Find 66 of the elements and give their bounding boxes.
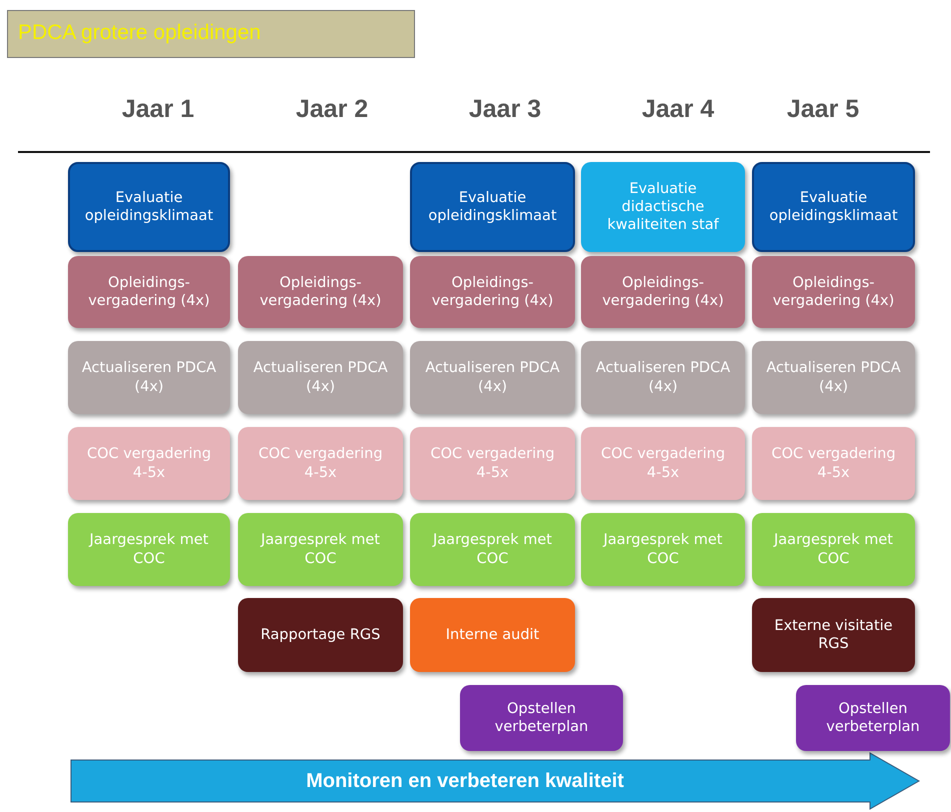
box-label: Rapportage RGS	[260, 626, 380, 644]
box-label: Jaargesprek met COC	[772, 531, 894, 568]
activity-box	[68, 341, 230, 414]
activity-box	[68, 513, 230, 586]
box-label: Actualiseren PDCA (4x)	[765, 359, 902, 396]
year-heading: Jaar 1	[122, 95, 194, 124]
activity-box	[752, 162, 915, 252]
year-heading: Jaar 3	[468, 95, 542, 124]
box-label: COC vergadering 4-5x	[429, 445, 556, 482]
activity-box	[68, 427, 230, 500]
box-label: Actualiseren PDCA (4x)	[594, 359, 732, 396]
box-label: Actualiseren PDCA (4x)	[80, 359, 218, 396]
activity-box	[752, 427, 915, 500]
box-label: Opleidings- vergadering (4x)	[601, 274, 725, 310]
activity-box	[238, 341, 403, 414]
box-label: Monitoren en verbeteren kwaliteit	[306, 768, 624, 794]
activity-box	[410, 162, 575, 252]
box-label: Opleidings- vergadering (4x)	[258, 274, 382, 310]
activity-box	[752, 256, 915, 328]
activity-box	[410, 598, 575, 672]
activity-box	[752, 341, 915, 414]
year-heading: Jaar 4	[642, 95, 714, 124]
activity-box	[410, 513, 575, 586]
box-label: Jaargesprek met COC	[602, 531, 724, 568]
arrow-banner	[70, 752, 920, 810]
activity-box	[581, 513, 745, 586]
activity-box	[410, 256, 575, 328]
activity-box	[581, 162, 745, 252]
box-label: Jaargesprek met COC	[259, 531, 381, 568]
activity-box	[581, 427, 745, 500]
activity-box	[460, 685, 623, 751]
box-label: Opstellen verbeterplan	[494, 700, 590, 736]
box-label: Evaluatie opleidingsklimaat	[427, 188, 558, 226]
box-label: Opleidings- vergadering (4x)	[430, 274, 554, 310]
box-label: Evaluatie opleidingsklimaat	[768, 188, 899, 226]
box-label: Actualiseren PDCA (4x)	[424, 359, 561, 396]
activity-box	[752, 513, 915, 586]
activity-box	[581, 341, 745, 414]
box-label: Interne audit	[446, 626, 540, 644]
box-label: COC vergadering 4-5x	[86, 445, 212, 482]
year-heading: Jaar 5	[786, 95, 860, 124]
activity-box	[238, 427, 403, 500]
box-label: Jaargesprek met COC	[431, 531, 553, 568]
box-label: COC vergadering 4-5x	[257, 445, 384, 482]
box-label: Jaargesprek met COC	[88, 531, 210, 568]
activity-box	[410, 427, 575, 500]
activity-box	[68, 256, 230, 328]
box-label: COC vergadering 4-5x	[770, 445, 897, 482]
activity-box	[238, 598, 403, 672]
box-label: Opstellen verbeterplan	[825, 700, 921, 736]
title-banner: PDCA grotere opleidingen	[7, 10, 415, 58]
box-label: Opleidings- vergadering (4x)	[87, 274, 211, 310]
activity-box	[581, 256, 745, 328]
activity-box	[796, 685, 950, 751]
activity-box	[238, 513, 403, 586]
activity-box	[238, 256, 403, 328]
activity-box	[410, 341, 575, 414]
box-label: Opleidings- vergadering (4x)	[772, 274, 896, 310]
box-label: Externe visitatie RGS	[773, 616, 894, 654]
activity-box	[752, 598, 915, 672]
box-label: Evaluatie didactische kwaliteiten staf	[606, 180, 720, 234]
box-label: Actualiseren PDCA (4x)	[252, 359, 389, 396]
box-label: COC vergadering 4-5x	[600, 445, 726, 482]
year-heading: Jaar 2	[296, 95, 368, 124]
activity-box	[68, 162, 230, 252]
box-label: Evaluatie opleidingsklimaat	[84, 188, 214, 226]
